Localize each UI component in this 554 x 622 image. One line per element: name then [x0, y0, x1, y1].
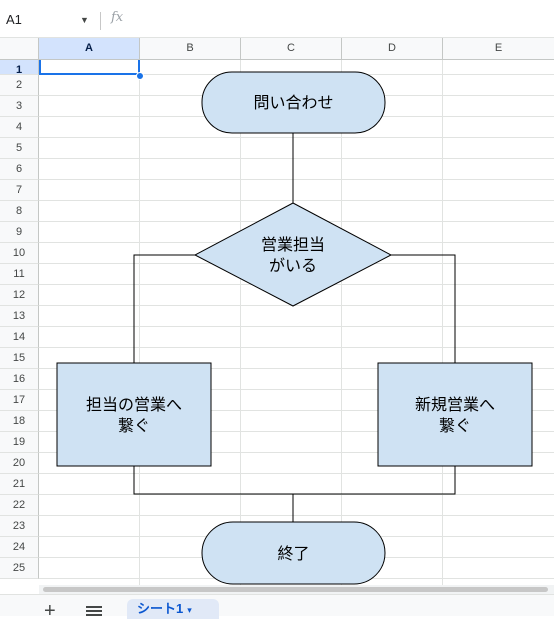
row-header-6[interactable]: 6 — [0, 159, 39, 180]
row-header-1[interactable]: 1 — [0, 60, 39, 76]
grid-row-line — [39, 431, 554, 432]
end-label: 終了 — [277, 543, 310, 563]
column-header-c[interactable]: C — [241, 38, 342, 59]
connector-decision-right — [391, 254, 456, 363]
grid-row-line — [39, 368, 554, 369]
scrollbar-thumb[interactable] — [43, 587, 548, 592]
grid-row-line — [39, 158, 554, 159]
right-process-label: 新規営業へ 繋ぐ — [414, 394, 495, 435]
formula-bar: A1 ▼ fx — [0, 0, 554, 38]
cell-grid[interactable] — [39, 60, 554, 585]
left-process-shape — [56, 362, 212, 467]
grid-row-line — [39, 347, 554, 348]
column-header-d[interactable]: D — [342, 38, 443, 59]
row-header-17[interactable]: 17 — [0, 390, 39, 411]
row-header-19[interactable]: 19 — [0, 432, 39, 453]
column-header-row: A B C D E — [0, 38, 554, 60]
column-header-b[interactable]: B — [140, 38, 241, 59]
grid-row-line — [39, 452, 554, 453]
row-header-12[interactable]: 12 — [0, 285, 39, 306]
grid-row-line — [39, 515, 554, 516]
add-sheet-icon[interactable]: + — [44, 600, 56, 622]
formula-bar-divider — [100, 12, 101, 30]
row-header-23[interactable]: 23 — [0, 516, 39, 537]
row-header-3[interactable]: 3 — [0, 96, 39, 117]
row-header-7[interactable]: 7 — [0, 180, 39, 201]
sheet-tab-label: シート1 — [137, 601, 184, 616]
name-box[interactable]: A1 ▼ — [0, 9, 96, 31]
row-header-18[interactable]: 18 — [0, 411, 39, 432]
row-header-22[interactable]: 22 — [0, 495, 39, 516]
row-header-9[interactable]: 9 — [0, 222, 39, 243]
sheet-tab-1[interactable]: シート1▾ — [127, 599, 219, 619]
grid-row-line — [39, 179, 554, 180]
fx-icon: fx — [111, 10, 124, 25]
grid-row-line — [39, 410, 554, 411]
end-terminator-shape — [201, 521, 386, 585]
connector-decision-left — [133, 254, 195, 363]
start-terminator-shape — [201, 71, 386, 134]
grid-row-line — [39, 137, 554, 138]
sheet-bar: + シート1▾ — [0, 594, 554, 621]
grid-row-line — [39, 389, 554, 390]
row-header-25[interactable]: 25 — [0, 558, 39, 579]
decision-diamond-shape — [193, 202, 393, 307]
selected-cell-a1[interactable] — [39, 60, 140, 75]
row-header-15[interactable]: 15 — [0, 348, 39, 369]
fill-handle[interactable] — [136, 72, 144, 80]
grid-row-line — [39, 473, 554, 474]
row-header-14[interactable]: 14 — [0, 327, 39, 348]
all-sheets-icon[interactable] — [86, 606, 102, 616]
row-header-5[interactable]: 5 — [0, 138, 39, 159]
grid-row-line — [39, 305, 554, 306]
grid-row-line — [39, 200, 554, 201]
row-header-8[interactable]: 8 — [0, 201, 39, 222]
row-header-16[interactable]: 16 — [0, 369, 39, 390]
select-all-corner[interactable] — [0, 38, 39, 59]
row-header-2[interactable]: 2 — [0, 75, 39, 96]
row-header-24[interactable]: 24 — [0, 537, 39, 558]
row-header-21[interactable]: 21 — [0, 474, 39, 495]
connector-merge — [133, 466, 456, 495]
row-header-20[interactable]: 20 — [0, 453, 39, 474]
row-header-13[interactable]: 13 — [0, 306, 39, 327]
row-header-10[interactable]: 10 — [0, 243, 39, 264]
chevron-down-icon[interactable]: ▼ — [80, 15, 89, 25]
column-header-a[interactable]: A — [39, 38, 140, 59]
grid-row-line — [39, 326, 554, 327]
tab-caret-icon[interactable]: ▾ — [187, 605, 192, 615]
right-process-shape — [377, 362, 533, 467]
column-header-e[interactable]: E — [494, 42, 503, 54]
decision-label: 営業担当 がいる — [260, 235, 325, 275]
left-process-label: 担当の営業へ 繋ぐ — [85, 394, 182, 435]
row-header-4[interactable]: 4 — [0, 117, 39, 138]
row-header-11[interactable]: 11 — [0, 264, 39, 285]
name-box-value: A1 — [6, 12, 22, 27]
start-label: 問い合わせ — [253, 93, 334, 112]
horizontal-scrollbar[interactable] — [39, 585, 554, 594]
